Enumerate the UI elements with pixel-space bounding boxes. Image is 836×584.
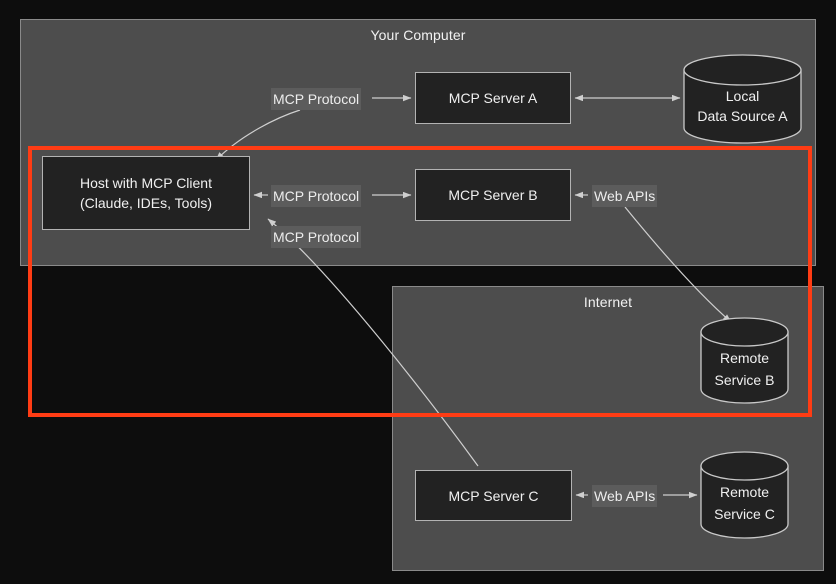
node-host-with-mcp-client[interactable]: Host with MCP Client (Claude, IDEs, Tool… xyxy=(42,156,250,230)
node-host-line2: (Claude, IDEs, Tools) xyxy=(79,195,212,211)
node-local-data-source-a-line1: Local xyxy=(725,88,760,104)
group-internet-title: Internet xyxy=(583,294,633,310)
edge-label-mcp-protocol-server-a: MCP Protocol xyxy=(271,88,362,110)
group-your-computer-title: Your Computer xyxy=(370,27,466,43)
node-mcp-server-a[interactable]: MCP Server A xyxy=(415,72,571,124)
highlight-annotation-rect xyxy=(28,146,812,417)
edge-label-web-apis-remote-c: Web APIs xyxy=(592,485,658,507)
node-mcp-server-c-label: MCP Server C xyxy=(448,487,539,504)
node-local-data-source-a-line2: Data Source A xyxy=(697,108,788,124)
node-mcp-server-c[interactable]: MCP Server C xyxy=(415,470,572,521)
cylinder-local-data-source-a-shape xyxy=(683,54,802,144)
node-local-data-source-a[interactable]: Local Data Source A xyxy=(684,54,801,144)
node-remote-service-c[interactable]: Remote Service C xyxy=(701,452,788,540)
node-remote-service-c-line1: Remote xyxy=(719,484,770,500)
node-mcp-server-b-label: MCP Server B xyxy=(448,187,538,203)
node-host-line1: Host with MCP Client xyxy=(79,175,212,191)
edge-label-mcp-protocol-server-c: MCP Protocol xyxy=(271,226,362,248)
edge-host-to-server-a-curve xyxy=(215,109,301,161)
node-mcp-server-b[interactable]: MCP Server B xyxy=(415,169,571,221)
node-mcp-server-a-label: MCP Server A xyxy=(448,90,538,106)
cylinder-remote-service-c-shape xyxy=(700,451,789,539)
cylinder-remote-service-b-shape xyxy=(700,317,789,404)
node-remote-service-c-line2: Service C xyxy=(714,506,775,522)
edge-label-web-apis-remote-b: Web APIs xyxy=(592,185,658,207)
edge-server-b-to-remote-b-curve xyxy=(624,206,732,323)
edge-label-mcp-protocol-server-b: MCP Protocol xyxy=(271,185,362,207)
